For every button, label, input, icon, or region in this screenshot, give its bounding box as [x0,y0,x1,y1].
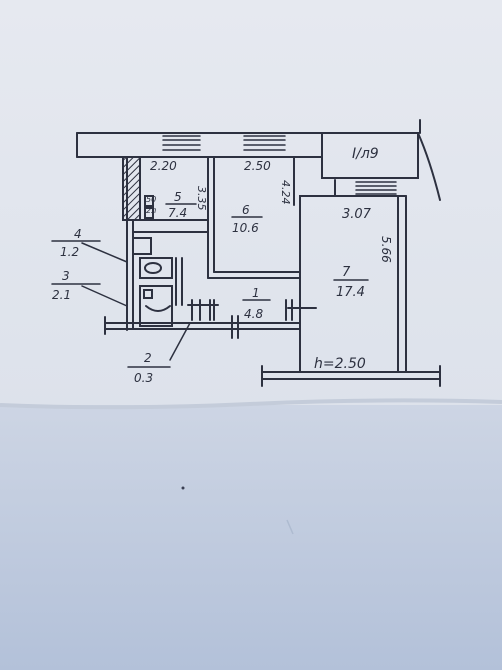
window-room6 [243,135,286,151]
speck [181,486,185,490]
ventilation-shaft [122,156,141,221]
toilet [139,257,173,279]
dimension-kitchen-width: 2.20 [150,159,177,173]
window-kitchen [162,135,201,151]
room4-number: 4 [74,227,82,241]
room7-area: 17.4 [336,285,365,300]
dimension-room7-depth: 5.66 [379,236,393,263]
stove-label-top: 50 [146,195,156,204]
room4-area: 1.2 [60,245,79,259]
dimension-room7-width: 3.07 [342,207,372,222]
paper-fold [0,398,502,410]
room5-area: 7.4 [168,206,187,220]
room1-number: 1 [252,286,260,300]
paper-sheet [0,0,502,410]
bathtub [139,285,173,327]
room1-area: 4.8 [244,307,263,321]
room6-number: 6 [242,203,250,217]
wall-step [299,179,336,206]
ceiling-height: h=2.50 [314,356,366,372]
lower-sheet [0,405,502,670]
room3-area: 2.1 [52,288,71,302]
loggia-edge [417,132,441,201]
leader-2 [169,322,191,361]
dimension-room6-depth: 4.24 [279,180,292,205]
dimension-kitchen-depth: 3.35 [195,186,208,211]
scratch [286,519,294,535]
room6-area: 10.6 [232,221,259,235]
walls [51,119,441,387]
leader-3 [81,285,128,307]
loggia [321,132,419,179]
leader-4 [81,242,128,263]
stove-label-bottom: 2л [146,206,156,215]
dimension-room6-width: 2.50 [244,159,271,173]
room2-number: 2 [144,351,152,365]
window-room7 [355,181,397,195]
room2-area: 0.3 [134,371,153,385]
room7-number: 7 [342,265,351,280]
sheet-label: I/л9 [352,146,379,162]
room5-number: 5 [174,190,182,204]
toilet-box [132,237,152,255]
plan-labels: I/л9 2.20 2.50 3.07 3.35 4.24 5.66 50 2л… [52,146,393,385]
room3-number: 3 [62,269,70,283]
